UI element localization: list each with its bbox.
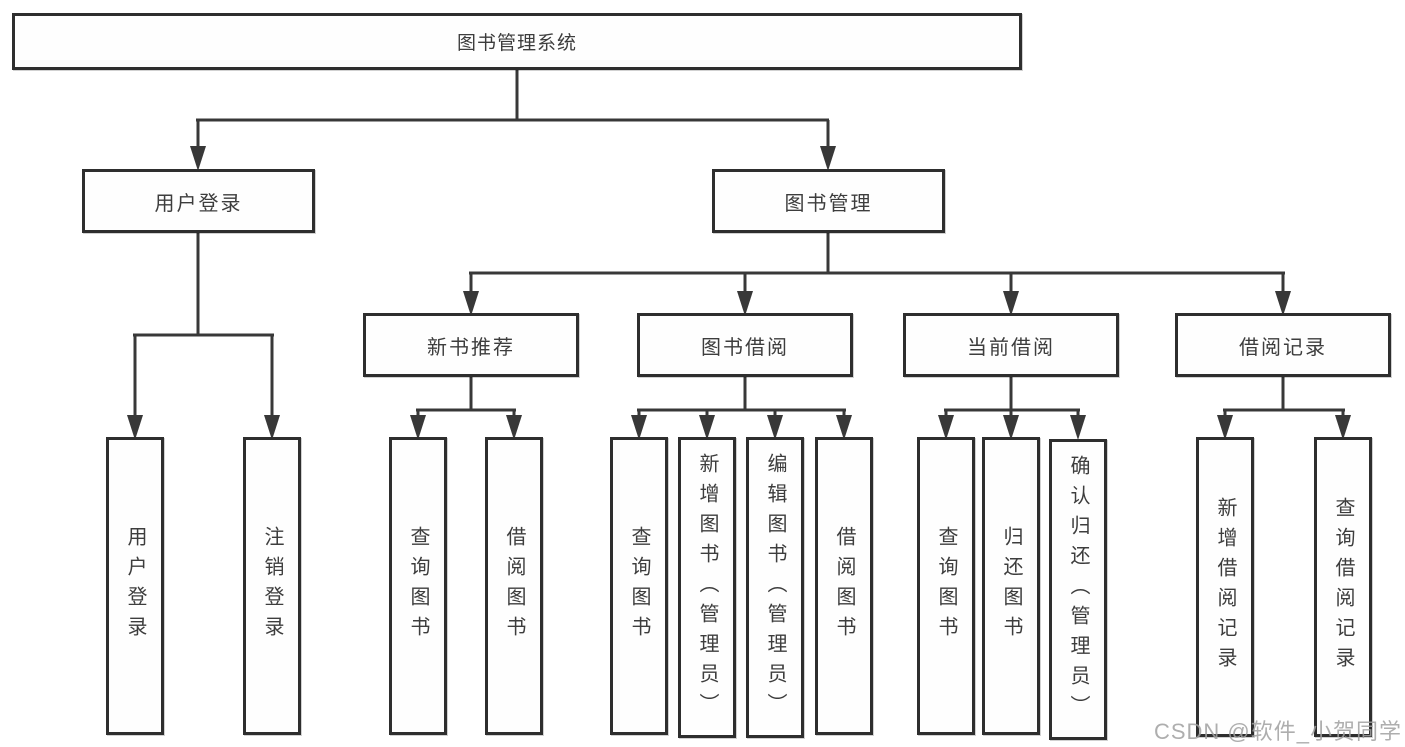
node-user-login: 用户登录 [82,169,315,233]
node-book-management: 图书管理 [712,169,945,233]
node-book-borrowing: 图书借阅 [637,313,853,377]
leaf-query-books-borrow: 查询图书 [610,437,668,735]
node-new-book-recommendation: 新书推荐 [363,313,579,377]
node-label: 查询借阅记录 [1332,497,1354,677]
node-borrowing-records: 借阅记录 [1175,313,1391,377]
leaf-edit-book-admin: 编辑图书（管理员） [746,437,804,738]
node-label: 新书推荐 [427,336,515,359]
node-label: 当前借阅 [967,336,1055,359]
node-label: 图书管理系统 [456,33,577,54]
leaf-logout: 注销登录 [243,437,301,735]
leaf-user-login: 用户登录 [106,437,164,735]
node-library-management-system: 图书管理系统 [12,13,1022,70]
node-label: 查询图书 [407,526,429,646]
node-label: 新增图书（管理员） [696,452,718,723]
node-label: 新增借阅记录 [1214,497,1236,677]
leaf-query-borrow-record: 查询借阅记录 [1314,437,1372,737]
node-label: 借阅记录 [1239,336,1327,359]
node-label: 注销登录 [261,526,283,646]
leaf-confirm-return-admin: 确认归还（管理员） [1049,439,1107,740]
node-label: 确认归还（管理员） [1067,454,1089,725]
node-label: 图书管理 [784,192,873,215]
node-label: 用户登录 [124,526,146,646]
node-label: 借阅图书 [833,526,855,646]
node-label: 查询图书 [628,526,650,646]
leaf-return-books: 归还图书 [982,437,1040,735]
leaf-borrow-books-recommend: 借阅图书 [485,437,543,735]
leaf-borrow-books: 借阅图书 [815,437,873,735]
node-label: 编辑图书（管理员） [764,452,786,723]
node-label: 用户登录 [154,192,243,215]
leaf-add-book-admin: 新增图书（管理员） [678,437,736,738]
node-current-borrowing: 当前借阅 [903,313,1119,377]
csdn-watermark: CSDN @软件_小贺同学 [1153,719,1402,744]
leaf-query-books-recommend: 查询图书 [389,437,447,735]
leaf-query-books-current: 查询图书 [917,437,975,735]
leaf-add-borrow-record: 新增借阅记录 [1196,437,1254,737]
node-label: 查询图书 [935,526,957,646]
node-label: 归还图书 [1000,526,1022,646]
node-label: 图书借阅 [701,336,789,359]
node-label: 借阅图书 [503,526,525,646]
